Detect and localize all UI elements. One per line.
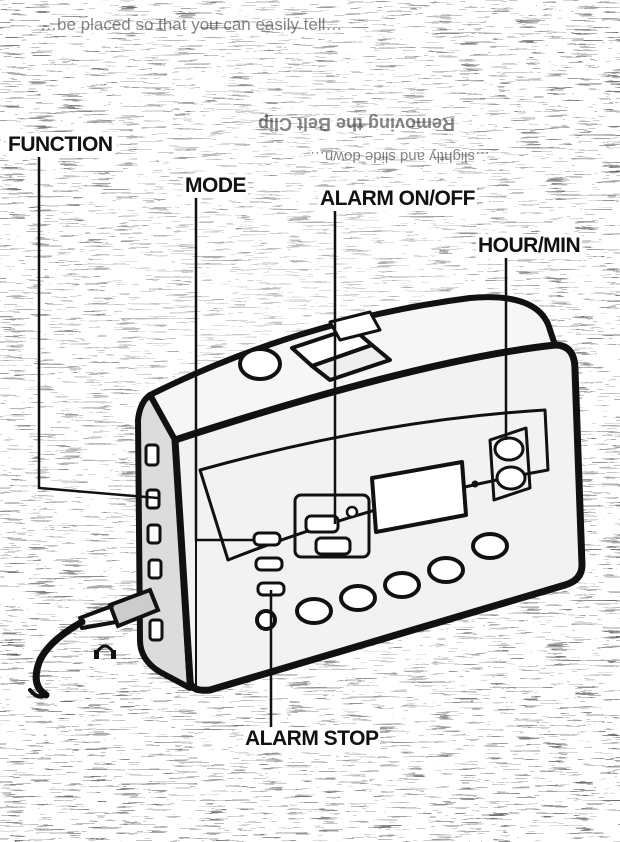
hour-min-panel bbox=[488, 426, 532, 502]
side-control-4 bbox=[147, 558, 163, 580]
side-control-3 bbox=[146, 523, 162, 545]
headphone-cable bbox=[28, 587, 161, 699]
leader-lines bbox=[37, 155, 508, 730]
top-button-c bbox=[328, 310, 382, 342]
top-round-button bbox=[238, 347, 282, 381]
header-line-1: …be placed so that you can easily tell… bbox=[40, 15, 342, 34]
label-alarm-stop: ALARM STOP bbox=[243, 727, 381, 751]
side-control-5 bbox=[148, 618, 164, 642]
lcd-display bbox=[370, 460, 468, 534]
alarm-on-off-switch-slot bbox=[314, 536, 352, 556]
extra-button bbox=[471, 532, 509, 560]
alarm-on-off-switch bbox=[304, 514, 340, 534]
function-button bbox=[254, 556, 284, 572]
play-button bbox=[295, 597, 333, 625]
label-function: FUNCTION bbox=[6, 133, 115, 157]
label-mode: MODE bbox=[183, 174, 248, 198]
header-line-2: Removing the Belt Clip bbox=[258, 114, 455, 134]
label-hour-min: HOUR/MIN bbox=[476, 234, 583, 258]
ff-button bbox=[383, 571, 421, 599]
alarm-indicator bbox=[345, 505, 359, 519]
headphone-plug bbox=[107, 587, 161, 629]
label-alarm-on-off: ALARM ON/OFF bbox=[318, 187, 477, 211]
top-button-b bbox=[310, 343, 392, 382]
side-control-1 bbox=[144, 443, 160, 467]
side-control-2 bbox=[145, 488, 161, 510]
cassette-player bbox=[135, 294, 586, 694]
rew-button bbox=[427, 556, 465, 584]
function-leader bbox=[37, 155, 159, 500]
jack-led bbox=[255, 609, 277, 631]
lcd-dot bbox=[471, 480, 479, 488]
min-button bbox=[495, 465, 527, 491]
alarm-panel bbox=[293, 493, 371, 559]
hour-button bbox=[493, 436, 525, 462]
stop-button bbox=[339, 584, 377, 612]
mode-button bbox=[252, 531, 282, 547]
headphone-icon bbox=[94, 644, 116, 659]
header-line-3: …slightly and slide down… bbox=[310, 148, 490, 165]
